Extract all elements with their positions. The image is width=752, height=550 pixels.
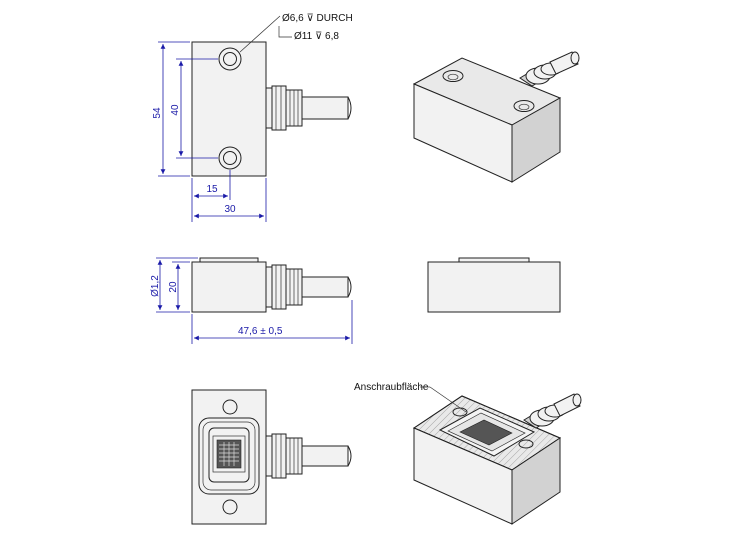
iso-connector [519, 51, 580, 87]
mounting-recess [198, 417, 260, 495]
front-view-connector [265, 85, 352, 131]
iso-underside-connector [523, 393, 582, 429]
iso-upper-hole [442, 70, 464, 82]
lower-hole-counterbore [218, 146, 242, 170]
dim-54: 54 [152, 107, 163, 119]
dim-15: 15 [206, 184, 218, 195]
side-view: Ø1,2 20 47,6 ± 0,5 [150, 257, 353, 344]
counterbore-symbol [278, 26, 292, 38]
side-view-body [191, 261, 267, 313]
dim-20: 20 [168, 281, 179, 293]
upper-hole-counterbore [218, 47, 242, 71]
front-view-body [191, 41, 267, 177]
hole-through-note: Ø6,6 ⊽ DURCH [282, 13, 353, 24]
iso-sensor-chip [459, 419, 513, 446]
iso-lower-hole [513, 100, 535, 112]
rear-view-body [427, 261, 561, 313]
sensor-chip [212, 435, 246, 473]
hole-callout-leader [239, 15, 281, 53]
isometric-underside-view: Anschraubfläche [354, 382, 582, 525]
upper-hole [223, 52, 237, 66]
side-view-connector [265, 264, 352, 310]
mounting-surface-leader [429, 386, 467, 413]
rear-view [427, 257, 561, 313]
hole-counterbore-note: Ø11 ⊽ 6,8 [294, 31, 339, 42]
dim-47-6: 47,6 ± 0,5 [238, 326, 283, 337]
bottom-view-body [191, 389, 267, 525]
dim-30: 30 [224, 204, 236, 215]
isometric-view [412, 51, 580, 183]
mounting-surface-label: Anschraubfläche [354, 382, 429, 393]
bottom-view [191, 389, 352, 525]
front-view: Ø6,6 ⊽ DURCH Ø11 ⊽ 6,8 54 40 15 30 [152, 13, 353, 222]
lower-hole [223, 151, 237, 165]
dim-40: 40 [170, 104, 181, 116]
dim-21-2: Ø1,2 [150, 275, 161, 297]
bottom-view-connector [265, 433, 352, 479]
